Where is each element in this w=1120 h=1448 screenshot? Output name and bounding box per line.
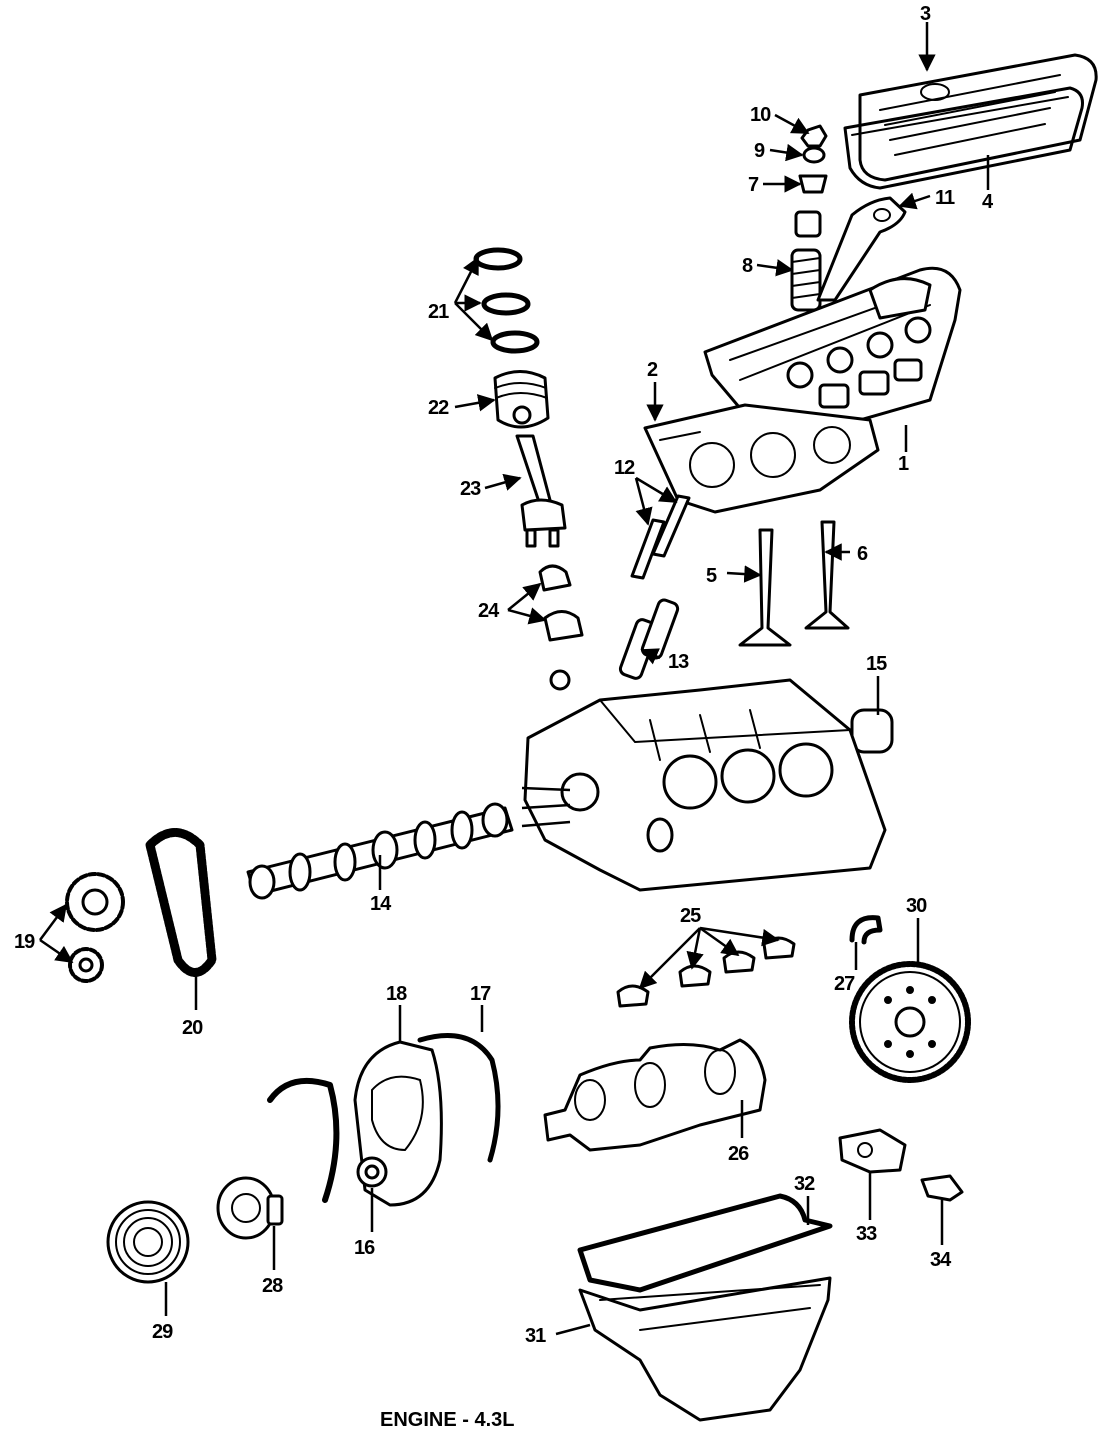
callout-15: 15 xyxy=(866,653,887,675)
callout-18: 18 xyxy=(386,983,407,1005)
callout-24: 24 xyxy=(478,600,500,622)
callout-14: 14 xyxy=(370,893,392,915)
engine-block-drawing xyxy=(521,678,887,892)
piston-rings-drawing xyxy=(473,247,540,354)
rocker-nut-drawing xyxy=(800,124,828,148)
camshaft-drawing xyxy=(246,802,514,900)
piston-drawing xyxy=(493,370,550,429)
callout-27: 27 xyxy=(834,973,855,995)
valve-cover-drawing xyxy=(858,53,1098,182)
expansion-plug-drawing xyxy=(850,708,894,754)
timing-cover-gasket-drawing xyxy=(417,1033,501,1163)
rod-bearings-drawing xyxy=(538,564,584,691)
callout-20: 20 xyxy=(182,1017,203,1039)
callout-6: 6 xyxy=(857,543,868,565)
callout-7: 7 xyxy=(748,174,759,196)
callout-10: 10 xyxy=(750,104,771,126)
cylinder-head-drawing xyxy=(703,266,962,442)
pushrods-drawing xyxy=(630,494,691,580)
oil-pan-gasket-drawing xyxy=(577,1193,833,1293)
front-cover-seal-drawing xyxy=(267,1077,340,1203)
valve-seal-drawing xyxy=(798,174,828,194)
callout-9: 9 xyxy=(754,140,765,162)
callout-33: 33 xyxy=(856,1223,877,1245)
exhaust-valve-drawing xyxy=(804,520,850,630)
harmonic-balancer-drawing xyxy=(216,1176,284,1240)
callout-8: 8 xyxy=(742,255,753,277)
timing-sprockets-drawing xyxy=(65,872,125,983)
oil-pickup-drawing xyxy=(920,1174,964,1202)
rear-main-seal-drawing xyxy=(849,915,883,945)
callout-25: 25 xyxy=(680,905,701,927)
callout-30: 30 xyxy=(906,895,927,917)
connecting-rod-drawing xyxy=(515,434,567,548)
oil-pan-drawing xyxy=(578,1276,832,1422)
callout-17: 17 xyxy=(470,983,491,1005)
callout-12: 12 xyxy=(614,457,635,479)
main-bearings-drawing xyxy=(616,936,796,1008)
diagram-caption: ENGINE - 4.3L xyxy=(380,1409,514,1431)
callout-21: 21 xyxy=(428,301,449,323)
callout-31: 31 xyxy=(525,1325,546,1347)
oil-pump-drawing xyxy=(838,1128,907,1174)
callout-23: 23 xyxy=(460,478,481,500)
crankshaft-drawing xyxy=(543,1038,767,1152)
callout-3: 3 xyxy=(920,3,931,25)
callout-26: 26 xyxy=(728,1143,749,1165)
callout-16: 16 xyxy=(354,1237,375,1259)
rocker-ball-drawing xyxy=(802,146,826,164)
callout-13: 13 xyxy=(668,651,689,673)
callout-4: 4 xyxy=(982,191,994,213)
timing-chain-drawing xyxy=(145,828,217,977)
callout-28: 28 xyxy=(262,1275,283,1297)
callout-labels: 3 4 10 9 7 11 8 2 1 21 22 23 12 24 5 6 1… xyxy=(14,3,995,1347)
callout-22: 22 xyxy=(428,397,449,419)
flywheel-drawing xyxy=(849,961,971,1083)
callout-1: 1 xyxy=(898,453,909,475)
callout-19: 19 xyxy=(14,931,35,953)
valve-cover-gasket-drawing xyxy=(843,86,1084,190)
callout-32: 32 xyxy=(794,1173,815,1195)
intake-valve-drawing xyxy=(738,528,792,647)
leader-lines xyxy=(38,22,990,1336)
callout-34: 34 xyxy=(930,1249,952,1271)
crankshaft-seal-drawing xyxy=(356,1156,388,1188)
callout-2: 2 xyxy=(647,359,658,381)
callout-29: 29 xyxy=(152,1321,173,1343)
callout-11: 11 xyxy=(935,187,955,209)
spring-retainer-drawing xyxy=(794,210,822,238)
callout-5: 5 xyxy=(706,565,717,587)
valve-spring-drawing xyxy=(790,248,822,312)
crankshaft-pulley-drawing xyxy=(106,1200,190,1284)
rocker-arm-drawing xyxy=(816,196,907,302)
